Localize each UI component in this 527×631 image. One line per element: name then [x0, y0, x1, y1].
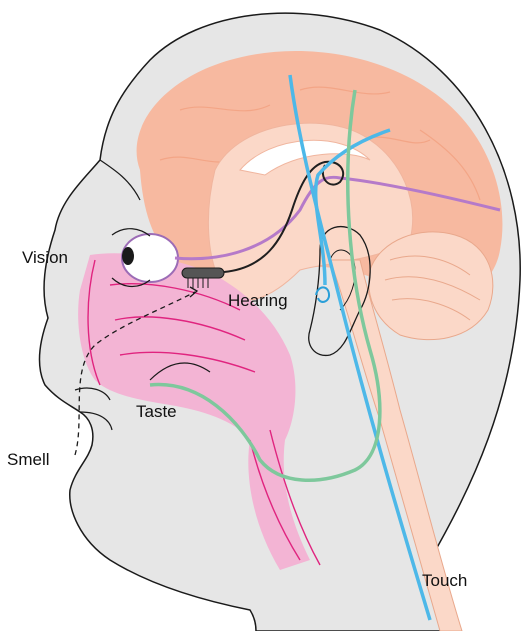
hearing-label: Hearing: [228, 291, 288, 310]
cerebellum: [369, 232, 493, 340]
taste-label: Taste: [136, 402, 177, 421]
touch-label: Touch: [422, 571, 467, 590]
smell-label: Smell: [7, 450, 50, 469]
vision-label: Vision: [22, 248, 68, 267]
